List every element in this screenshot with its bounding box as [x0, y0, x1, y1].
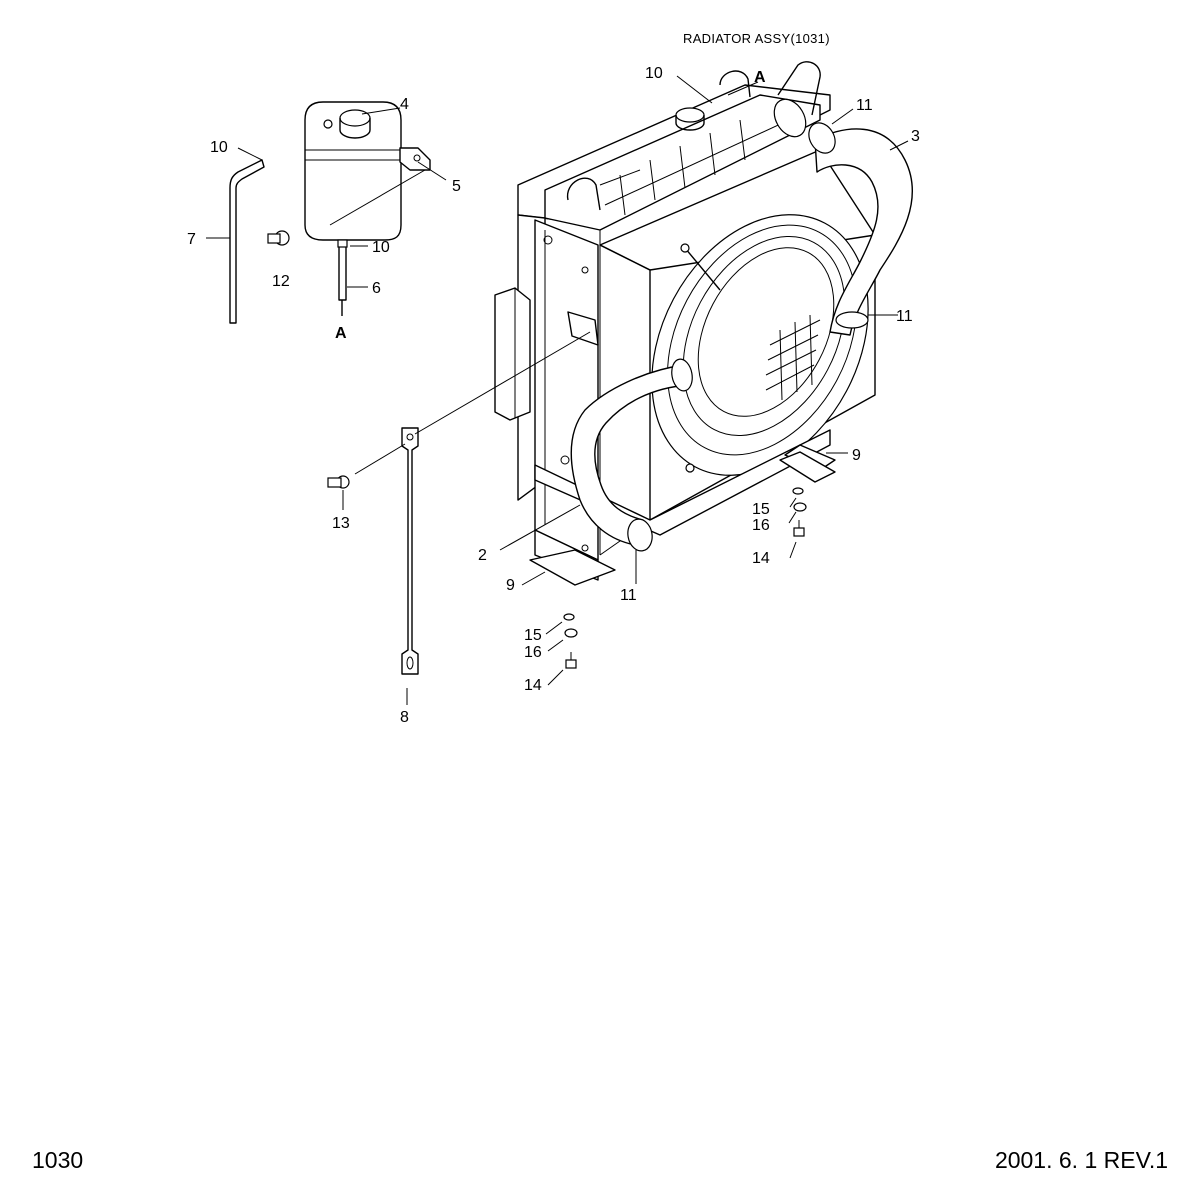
- callout-9-left: 9: [506, 577, 515, 594]
- callout-11-right: 11: [896, 308, 913, 325]
- callout-14-right: 14: [752, 550, 770, 567]
- washer-set-right: [792, 487, 807, 537]
- callout-10-left: 10: [210, 139, 228, 156]
- callout-16-right: 16: [752, 517, 770, 534]
- washer-set-left: [563, 613, 578, 669]
- upper-radiator-hose: [808, 122, 914, 336]
- callout-10-top: 10: [645, 65, 663, 82]
- leader-lines: [206, 75, 909, 705]
- stay-bar: [401, 427, 419, 675]
- callout-16-left: 16: [524, 644, 542, 661]
- callout-3: 3: [911, 128, 920, 145]
- callout-2: 2: [478, 547, 487, 564]
- callout-6: 6: [372, 280, 381, 297]
- callout-9-right: 9: [852, 447, 861, 464]
- callout-A-top: A: [754, 69, 766, 86]
- lower-radiator-hose: [570, 358, 693, 552]
- assembly-title: RADIATOR ASSY(1031): [683, 31, 830, 46]
- callout-5: 5: [452, 178, 461, 195]
- callout-11-top: 11: [856, 97, 873, 114]
- callout-15-left: 15: [524, 627, 542, 644]
- callout-14-left: 14: [524, 677, 542, 694]
- callout-4: 4: [400, 96, 409, 113]
- callout-10-mid: 10: [372, 239, 390, 256]
- drain-hose: [338, 244, 347, 301]
- callout-12: 12: [272, 273, 290, 290]
- callout-8: 8: [400, 709, 409, 726]
- radiator-assembly: [494, 61, 876, 586]
- callout-13: 13: [332, 515, 350, 532]
- overflow-pipe: [229, 159, 265, 324]
- callout-15-right: 15: [752, 501, 770, 518]
- coolant-reserve-tank: [304, 101, 431, 241]
- page-number: 1030: [32, 1147, 84, 1173]
- mounting-bolt: [327, 475, 350, 489]
- plug-bolt: [267, 230, 290, 246]
- callout-7: 7: [187, 231, 196, 248]
- callout-A-bottom: A: [335, 325, 347, 342]
- callout-11-bottom: 11: [620, 587, 637, 604]
- revision-date: 2001. 6. 1 REV.1: [994, 1147, 1168, 1173]
